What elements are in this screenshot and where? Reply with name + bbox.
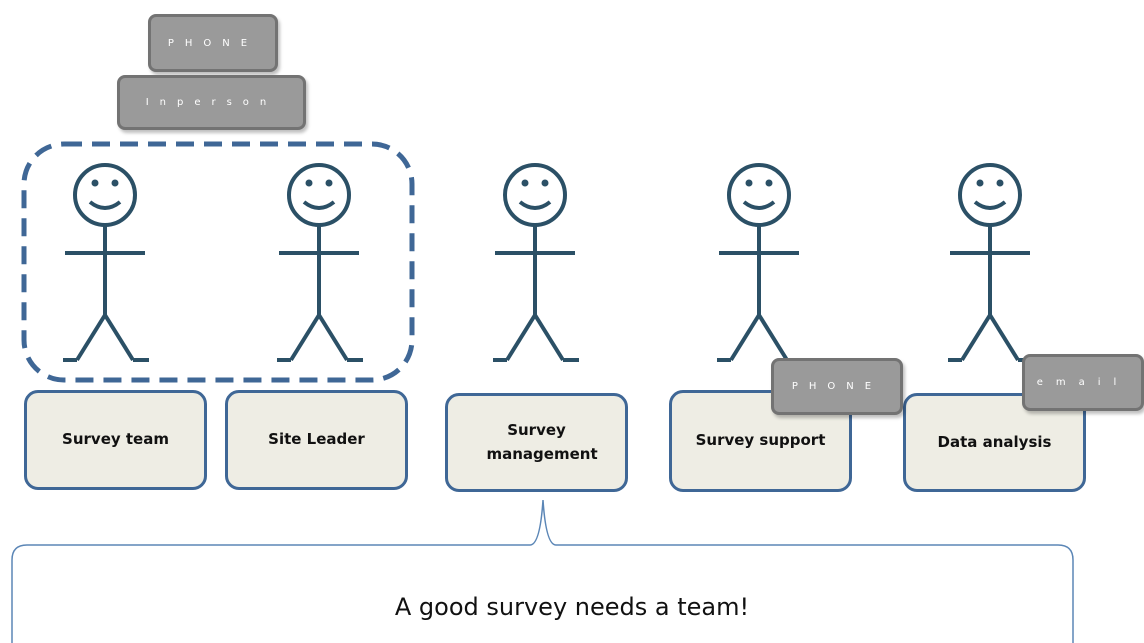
role-box-site-leader: Site Leader	[225, 390, 408, 490]
tag-in-person: Inperson	[117, 75, 306, 130]
stick-figure-survey-support	[717, 163, 803, 362]
tag-phone-top: PHONE	[148, 14, 278, 72]
role-label: Site Leader	[268, 430, 365, 449]
stick-figure-data-analysis	[948, 163, 1034, 362]
stick-figure-survey-management	[493, 163, 579, 362]
caption-text: A good survey needs a team!	[394, 593, 750, 621]
role-label: Data analysis	[937, 432, 1052, 451]
team-group-outline	[21, 141, 415, 383]
role-label: Survey management	[486, 421, 598, 463]
role-label: Survey team	[62, 430, 169, 449]
tag-phone-support: PHONE	[771, 358, 903, 415]
stick-figure-survey-team	[63, 163, 149, 362]
role-box-survey-management: Survey management	[445, 393, 628, 492]
tag-email: email	[1022, 354, 1144, 411]
caption-brace	[11, 499, 1074, 643]
role-label: Survey support	[695, 431, 826, 450]
stick-figure-site-leader	[277, 163, 363, 362]
role-box-survey-team: Survey team	[24, 390, 207, 490]
